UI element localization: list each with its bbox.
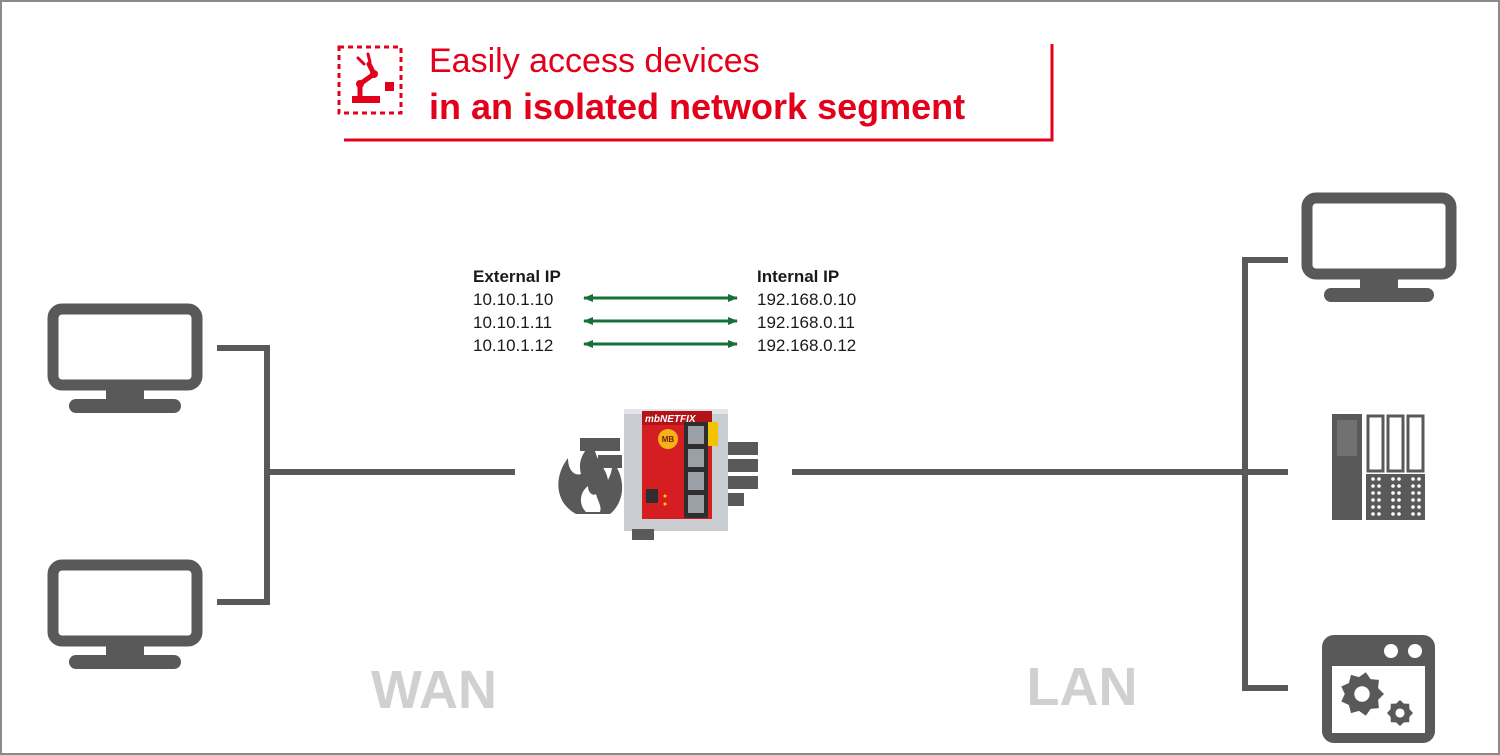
internal-ip-value: 192.168.0.10 bbox=[757, 290, 856, 309]
lan-zone-label: LAN bbox=[1027, 657, 1138, 717]
internal-ip-value: 192.168.0.12 bbox=[757, 336, 856, 355]
wan-monitor-icon bbox=[47, 559, 203, 669]
router-device: mbNETFIX MB bbox=[624, 409, 728, 540]
plc-rack-icon bbox=[1332, 414, 1425, 520]
lan-monitor-icon bbox=[1301, 192, 1457, 302]
external-ip-header: External IP bbox=[473, 267, 561, 286]
wan-zone-label: WAN bbox=[371, 660, 497, 720]
external-ip-value: 10.10.1.10 bbox=[473, 290, 553, 309]
gear-icon bbox=[1341, 672, 1384, 716]
device-logo: MB bbox=[662, 435, 675, 444]
title-line-2: in an isolated network segment bbox=[429, 86, 965, 127]
title-frame: Easily access devices in an isolated net… bbox=[337, 42, 1054, 142]
lan-connection-lines bbox=[792, 257, 1288, 691]
title-line-1: Easily access devices bbox=[429, 42, 760, 80]
settings-window-icon bbox=[1322, 635, 1435, 743]
gear-icon bbox=[1387, 700, 1413, 726]
ip-mapping-table: External IP Internal IP 10.10.1.10 192.1… bbox=[473, 267, 856, 355]
internal-ip-value: 192.168.0.11 bbox=[757, 313, 855, 332]
wan-connection-lines bbox=[217, 345, 515, 605]
robot-arm-icon bbox=[337, 45, 403, 115]
device-brand: mbNETFIX bbox=[645, 414, 697, 425]
external-ip-value: 10.10.1.11 bbox=[473, 313, 552, 332]
internal-ip-header: Internal IP bbox=[757, 267, 839, 286]
external-ip-value: 10.10.1.12 bbox=[473, 336, 553, 355]
wan-monitor-icon bbox=[47, 303, 203, 413]
